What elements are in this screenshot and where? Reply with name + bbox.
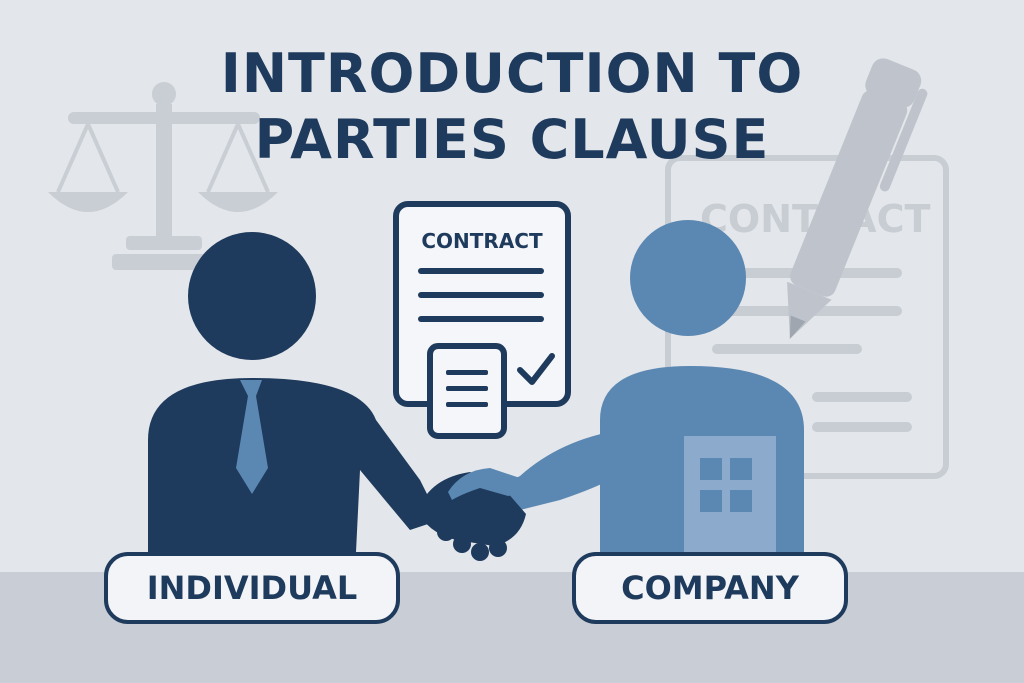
company-label: COMPANY — [572, 552, 848, 624]
scales-of-justice-icon — [48, 82, 278, 270]
page-title-line-1: INTRODUCTION TO — [220, 42, 804, 105]
handshake-icon — [418, 468, 530, 561]
building-icon — [684, 436, 776, 552]
necktie-icon — [236, 380, 268, 494]
individual-label: INDIVIDUAL — [104, 552, 400, 624]
contract-document — [393, 201, 571, 439]
page-title-line-2: PARTIES CLAUSE — [254, 108, 770, 171]
individual-person — [148, 232, 440, 552]
contract-header: CONTRACT — [421, 229, 543, 253]
company-person — [470, 220, 804, 552]
checkmark-icon — [517, 353, 555, 385]
pen-icon — [787, 58, 928, 339]
